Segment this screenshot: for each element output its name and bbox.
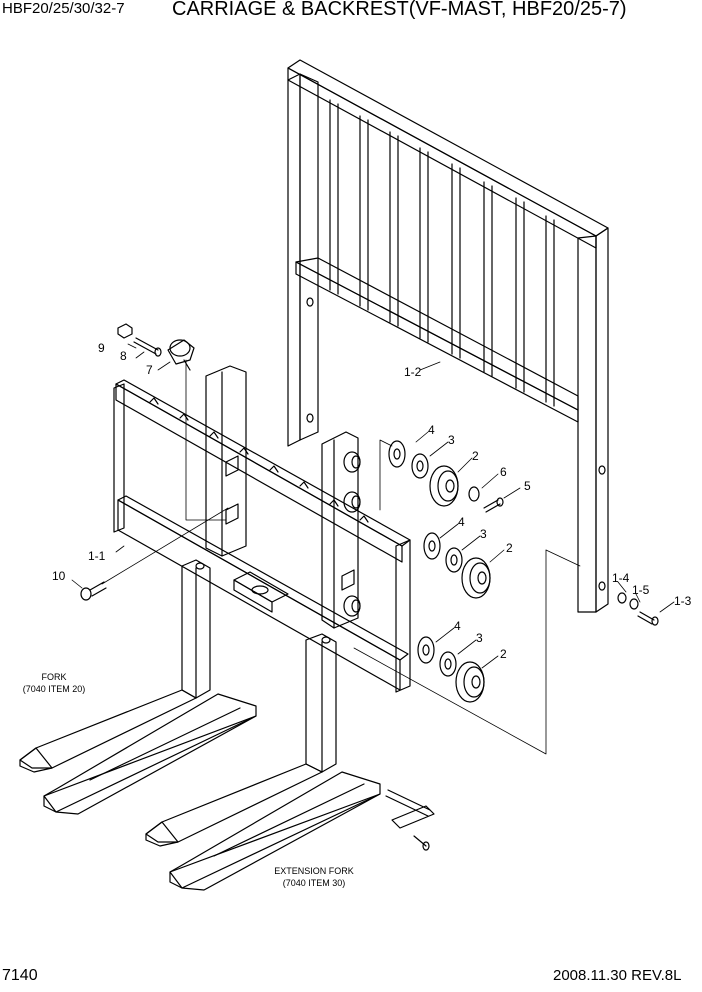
roller-set-middle <box>423 532 491 599</box>
page-number: 7140 <box>2 967 38 984</box>
callout-3-top: 3 <box>448 433 455 447</box>
callout-4-top: 4 <box>428 423 435 437</box>
backrest <box>287 59 609 613</box>
extension-fork-right <box>169 771 435 891</box>
callout-4-middle: 4 <box>458 515 465 529</box>
fork-reference: (7040 ITEM 20) <box>23 684 86 694</box>
extension-fork-left <box>43 693 257 815</box>
model-code: HBF20/25/30/32-7 <box>2 0 125 17</box>
callout-3-middle: 3 <box>480 527 487 541</box>
callout-2-bottom: 2 <box>500 647 507 661</box>
callout-1-1: 1-1 <box>88 549 106 563</box>
callout-9: 9 <box>98 341 105 355</box>
revision-date: 2008.11.30 REV.8L <box>553 967 682 984</box>
callout-6: 6 <box>500 465 507 479</box>
callout-4-bottom: 4 <box>454 619 461 633</box>
extension-fork-label: EXTENSION FORK <box>274 866 354 876</box>
callout-1-3: 1-3 <box>674 594 692 608</box>
fork-label: FORK <box>41 672 66 682</box>
callout-2-middle: 2 <box>506 541 513 555</box>
callout-3-bottom: 3 <box>476 631 483 645</box>
callout-8: 8 <box>120 349 127 363</box>
callout-7: 7 <box>146 363 153 377</box>
callout-1-4: 1-4 <box>612 571 630 585</box>
callout-1-5: 1-5 <box>632 583 650 597</box>
fork-left <box>19 559 211 773</box>
stopper-assembly <box>117 323 195 371</box>
fork-right <box>145 633 337 847</box>
page-title: CARRIAGE & BACKREST(VF-MAST, HBF20/25-7) <box>172 0 627 20</box>
bolt-10 <box>80 581 107 601</box>
extension-fork-reference: (7040 ITEM 30) <box>283 878 346 888</box>
callout-5: 5 <box>524 479 531 493</box>
callout-10: 10 <box>52 569 66 583</box>
roller-set-bottom <box>417 636 485 703</box>
side-fasteners <box>617 592 659 626</box>
carriage <box>113 365 411 693</box>
roller-set-top <box>388 440 504 513</box>
callout-2-top: 2 <box>472 449 479 463</box>
leader-lines <box>71 343 675 755</box>
callout-1-2: 1-2 <box>404 365 422 379</box>
